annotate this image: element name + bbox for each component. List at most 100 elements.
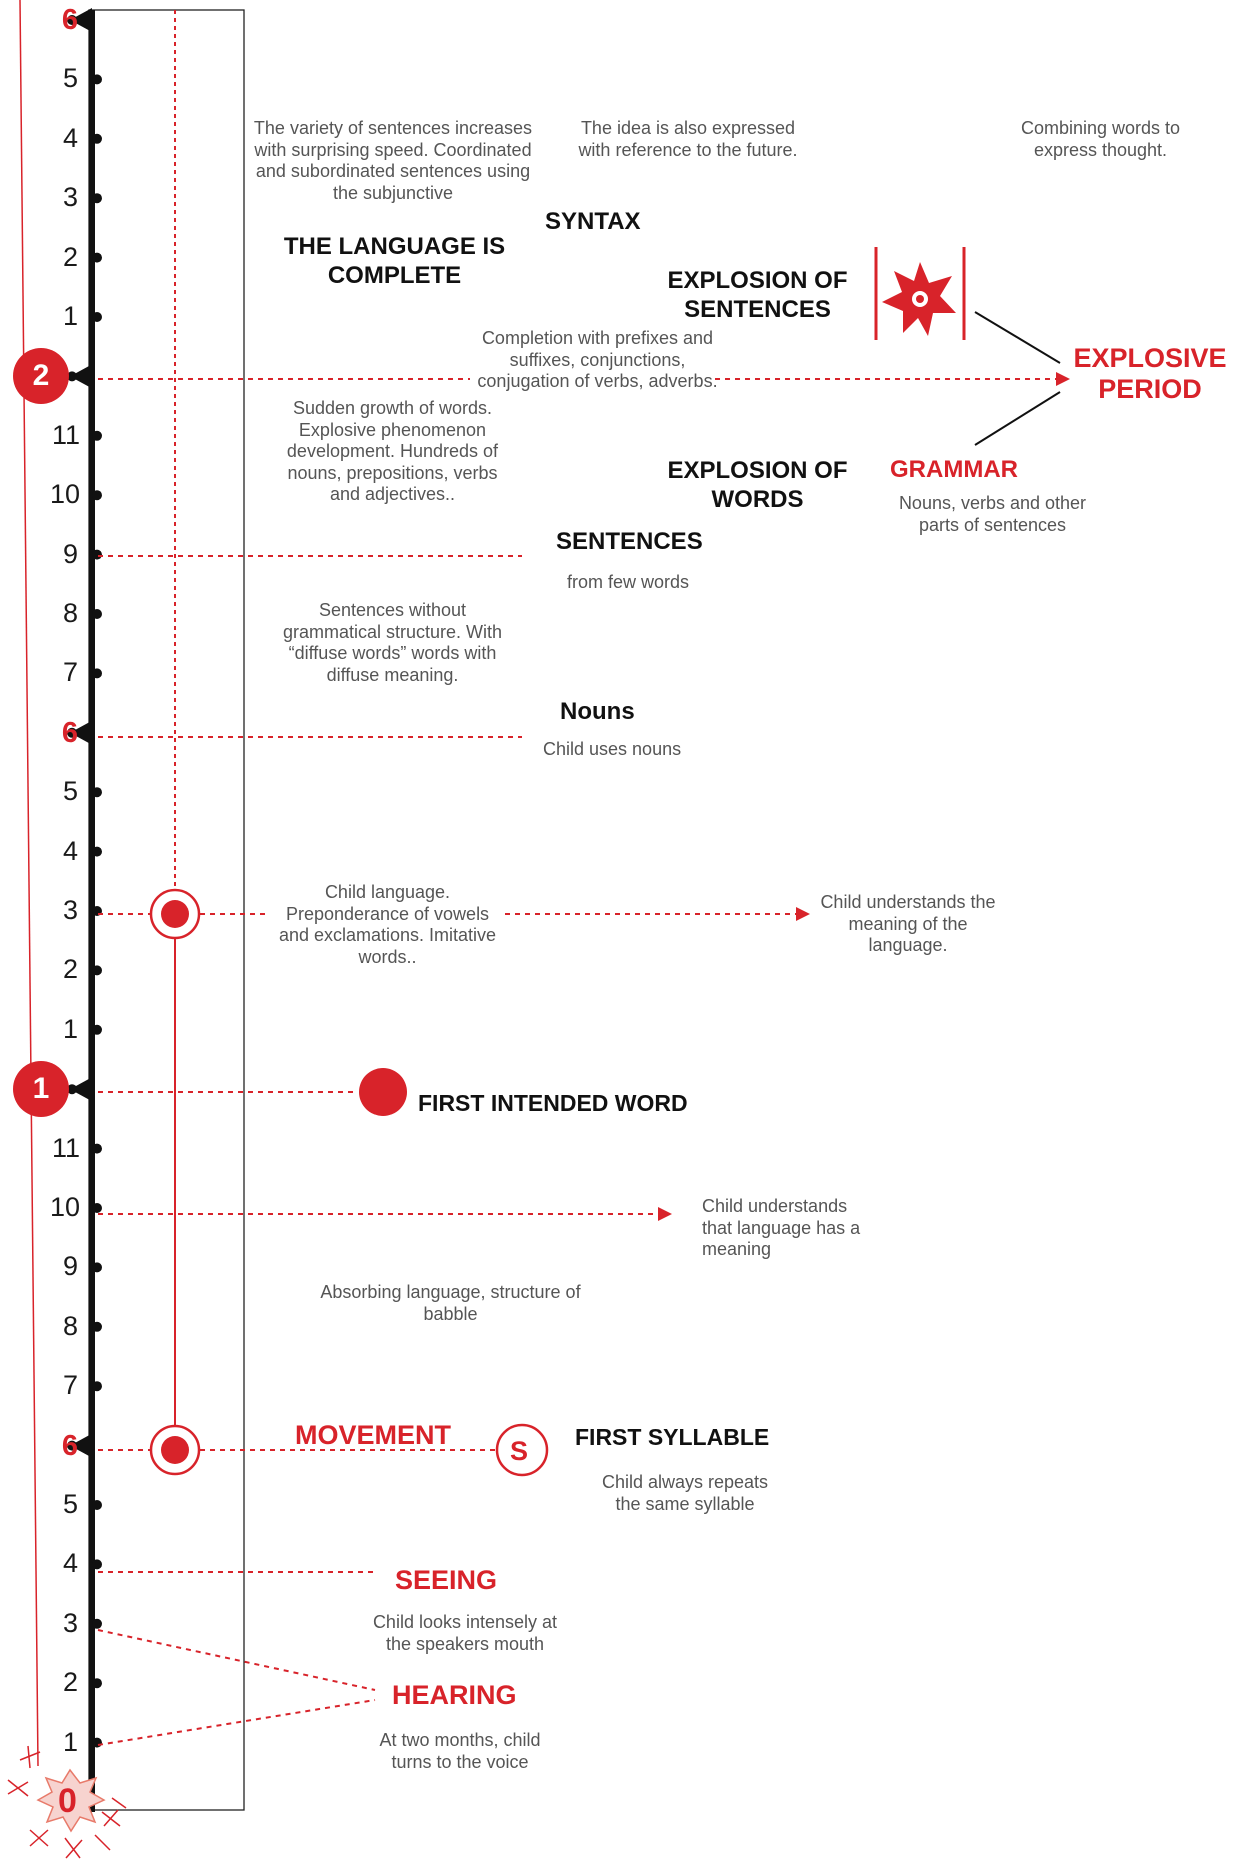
tick-label: 4 (62, 122, 78, 153)
major-tick (70, 720, 92, 745)
tick-dot (92, 1203, 102, 1213)
zero-label: 0 (58, 1782, 77, 1820)
tick-label: 11 (51, 1132, 80, 1163)
sentences-heading: SENTENCES (556, 528, 703, 555)
explosive-period-heading: EXPLOSIVE PERIOD (1073, 343, 1227, 405)
tick-label: 10 (50, 1192, 81, 1222)
tick-label: 7 (62, 1370, 78, 1401)
few-words-text: from few words (567, 572, 690, 592)
dotted-lines (97, 378, 1058, 1746)
tick-dot (92, 1500, 102, 1510)
tick-dot (92, 965, 102, 976)
tick-label: 1 (62, 301, 78, 331)
tick-label: 9 (62, 1251, 78, 1282)
tick-label: 8 (62, 598, 78, 628)
nouns-heading: Nouns (560, 698, 635, 725)
tick-label: 5 (62, 776, 78, 807)
tick-dot (92, 1381, 102, 1392)
variety-text: The variety of sentences increases with … (253, 118, 533, 203)
seeing-heading: SEEING (395, 1565, 498, 1595)
tick-label: 4 (62, 1548, 78, 1579)
tick-dot (67, 1084, 77, 1095)
language-complete-heading: THE LANGUAGE IS COMPLETE (283, 233, 506, 289)
combining-text: Combining words to express thought. (1020, 118, 1181, 160)
tick-dot (67, 1440, 77, 1451)
tick-dot (92, 1321, 102, 1332)
tick-dot (92, 1143, 102, 1154)
tick-label: 8 (62, 1310, 78, 1341)
first-syllable-heading: FIRST SYLLABLE (575, 1424, 770, 1450)
tick-dot (67, 15, 77, 25)
absorbing-text: Absorbing language, structure of babble (320, 1282, 581, 1324)
major-tick (70, 1433, 92, 1458)
tick-label: 7 (62, 657, 78, 688)
understands-meaning-text: Child understands the meaning of the lan… (820, 892, 996, 956)
tick-label: 2 (62, 954, 78, 985)
tick-label: 1 (62, 1013, 78, 1044)
tick-dot (92, 430, 102, 441)
hearing-heading: HEARING (392, 1680, 517, 1710)
tick-label: 5 (62, 63, 78, 94)
tick-dot (92, 1678, 102, 1689)
tick-dot (67, 371, 77, 382)
tick-label: 6 (61, 4, 78, 36)
tick-dot (92, 846, 102, 857)
tick-label: 10 (50, 479, 81, 510)
tick-dot (92, 252, 102, 263)
tick-dot (92, 787, 102, 798)
tick-label: 11 (51, 419, 80, 450)
explosion-words-heading: EXPLOSION OF WORDS (667, 457, 848, 513)
tick-label: 2 (62, 241, 78, 272)
syllable-circle (495, 1423, 549, 1477)
tick-dot (92, 1262, 102, 1273)
milestone-circle-3mo (149, 888, 201, 940)
tick-dot (92, 490, 102, 501)
seeing-desc: Child looks intensely at the speakers mo… (372, 1612, 558, 1654)
tick-dot (92, 1024, 102, 1035)
tick-dot (92, 549, 102, 560)
tick-dot (92, 74, 102, 85)
tick-dot (92, 609, 102, 619)
movement-heading: MOVEMENT (295, 1420, 452, 1450)
nouns-desc: Child uses nouns (543, 739, 682, 759)
tick-dot (92, 668, 102, 679)
first-word-dot (359, 1068, 407, 1116)
tick-label: 6 (61, 716, 78, 749)
tick-dot (67, 727, 77, 738)
tick-marks (67, 8, 102, 1814)
child-language-text: Child language. Preponderance of vowels … (278, 882, 497, 967)
understands-has-meaning-text: Child understands that language has a me… (702, 1196, 861, 1260)
grammar-desc: Nouns, verbs and other parts of sentence… (898, 493, 1087, 535)
tick-dot (92, 1737, 102, 1748)
grammar-heading: GRAMMAR (890, 456, 1018, 483)
syntax-heading: SYNTAX (545, 208, 641, 235)
tick-dot (92, 193, 102, 204)
s-letter: S (510, 1436, 529, 1466)
tick-label: 9 (62, 538, 78, 569)
tick-label: 3 (62, 182, 78, 213)
sudden-growth-text: Sudden growth of words. Explosive phenom… (286, 398, 499, 505)
tick-dot (92, 1618, 102, 1629)
tick-label: 2 (62, 1667, 78, 1698)
tick-label: 3 (62, 895, 78, 925)
tick-dot (92, 312, 102, 322)
tick-label: 5 (62, 1489, 78, 1519)
tick-label: 4 (62, 835, 78, 866)
major-tick (70, 1077, 92, 1102)
completion-text: Completion with prefixes and suffixes, c… (477, 328, 718, 392)
explosion-sentences-heading: EXPLOSION OF SENTENCES (667, 267, 848, 323)
hearing-desc: At two months, child turns to the voice (379, 1730, 541, 1772)
year-badge: 2 (13, 348, 69, 405)
major-tick (70, 364, 92, 389)
explosion-star-icon (874, 247, 966, 340)
arrow-heads (658, 372, 1070, 1221)
idea-future-text: The idea is also expressed with referenc… (578, 118, 798, 160)
sentences-without-text: Sentences without grammatical structure.… (282, 600, 503, 685)
converge-lines (974, 311, 1061, 446)
repeats-text: Child always repeats the same syllable (601, 1472, 769, 1514)
milestone-circle-6mo (149, 1424, 201, 1476)
starburst-icon (7, 0, 127, 1859)
year-badge: 1 (13, 1061, 69, 1118)
tick-label: 3 (62, 1607, 78, 1638)
